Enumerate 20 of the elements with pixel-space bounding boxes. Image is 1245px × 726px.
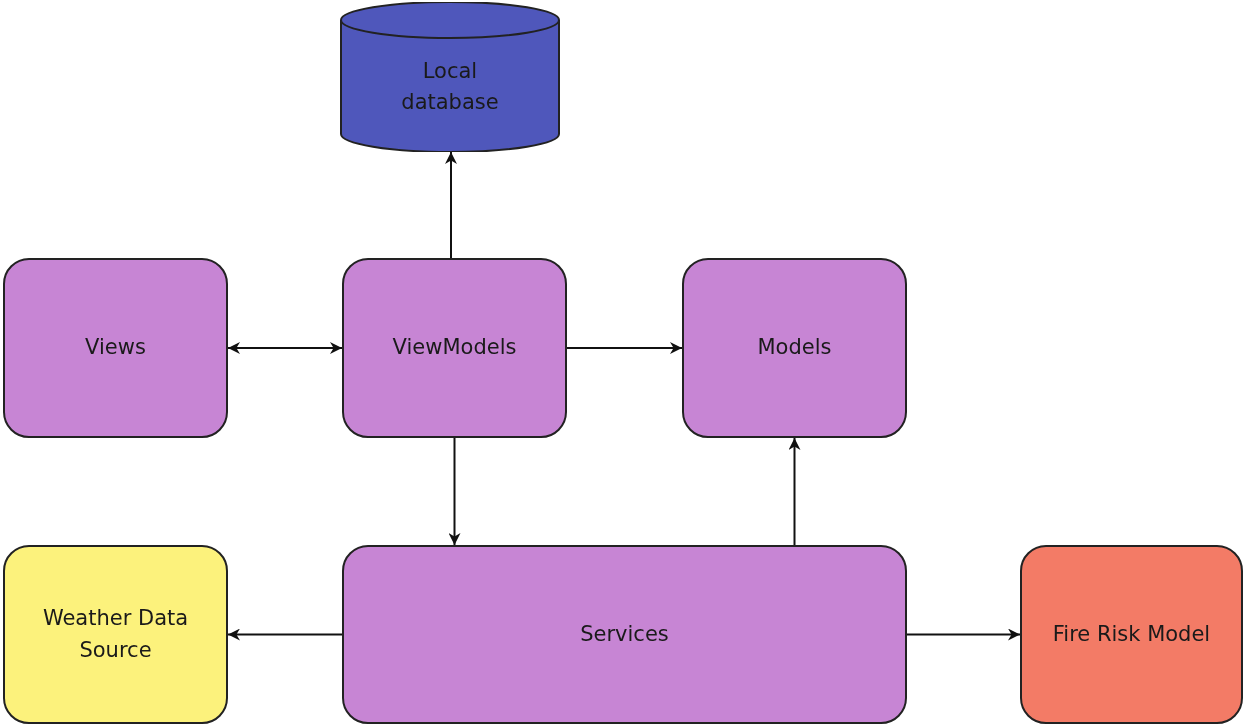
arrow	[227, 628, 343, 641]
arrow	[448, 437, 461, 546]
arrow	[227, 342, 343, 354]
arrow	[445, 151, 457, 259]
process-box	[3, 258, 228, 438]
arrow	[788, 437, 801, 546]
node-label: ViewModels	[391, 334, 518, 362]
process-box	[342, 545, 907, 724]
node-label: Models	[756, 334, 833, 362]
arrow	[566, 342, 683, 354]
process-box	[1020, 545, 1243, 724]
node-label: Fire Risk Model	[1051, 620, 1212, 648]
node-label: Weather Data Source	[41, 605, 190, 664]
node-label: Local database	[400, 57, 500, 116]
node-label: Views	[84, 334, 147, 362]
node-label: Services	[579, 620, 670, 648]
process-box	[3, 545, 228, 724]
process-box	[342, 258, 567, 438]
process-box	[682, 258, 907, 438]
arrow	[906, 628, 1021, 641]
